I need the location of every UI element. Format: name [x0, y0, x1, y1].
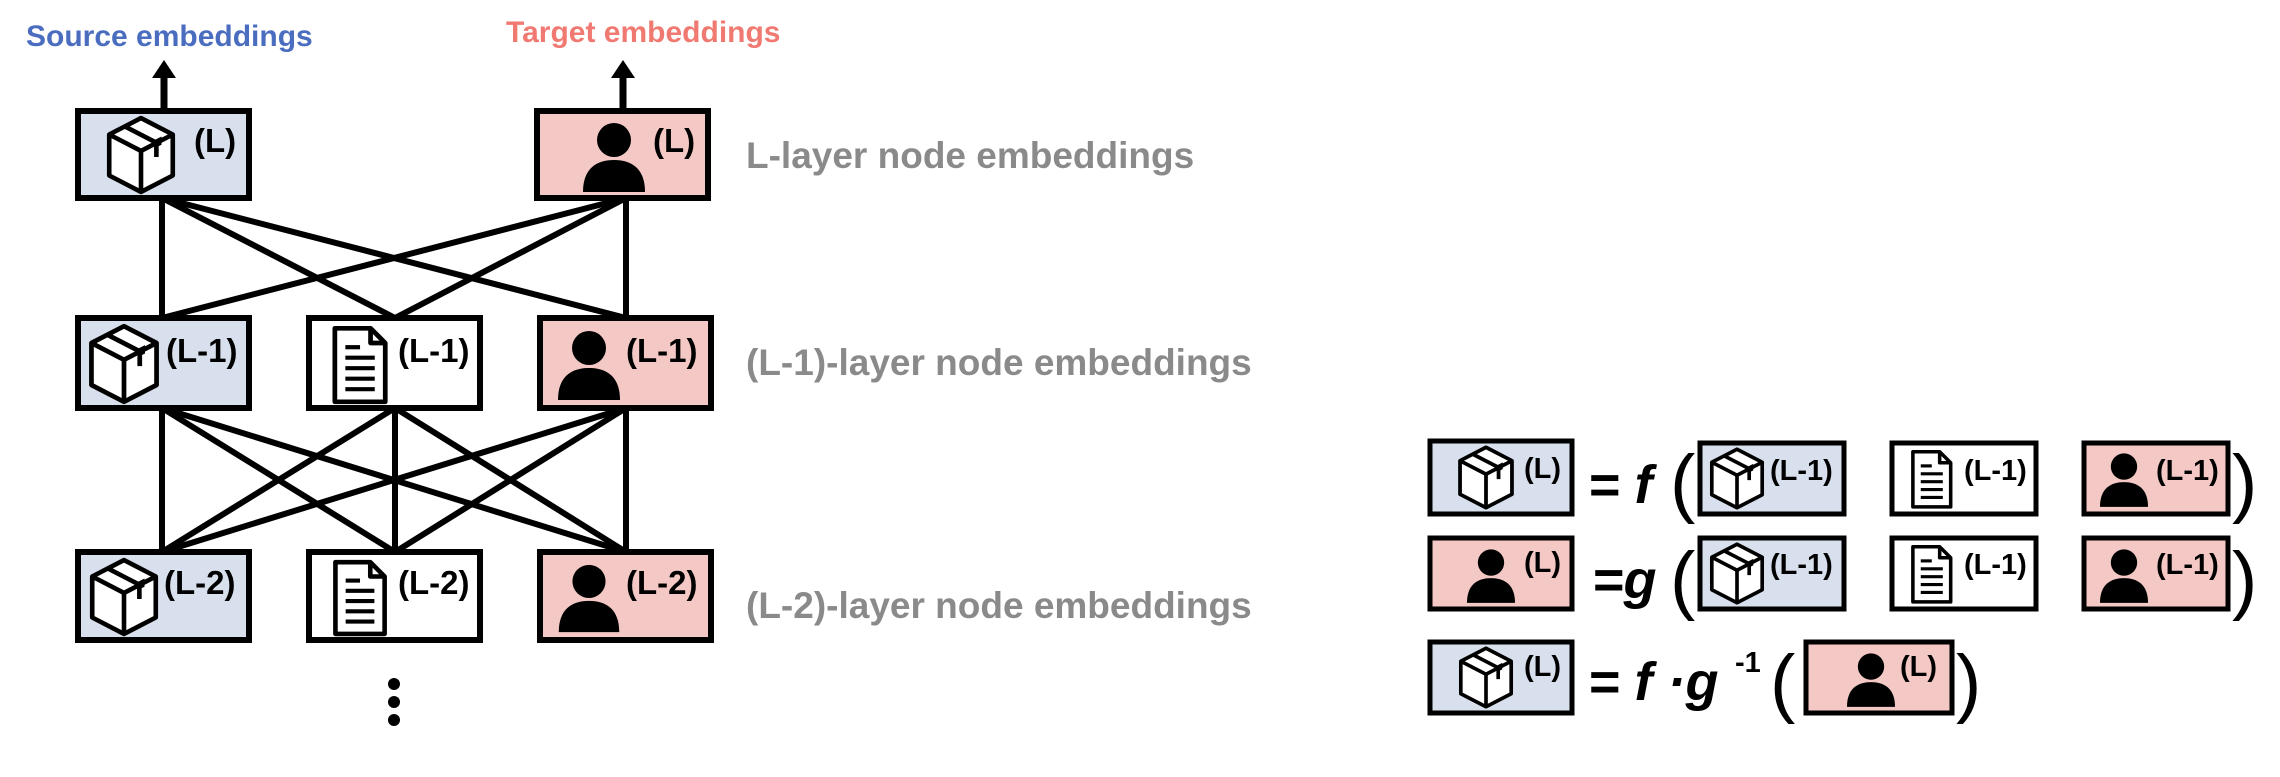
- source-output-arrow: [152, 60, 176, 112]
- eq-arg: (L-1): [1964, 455, 2027, 487]
- node-tag: (L-2): [398, 564, 469, 601]
- equation-2: (L) =g ( (L-1) (L-1) (L-1) ): [1427, 535, 2257, 622]
- eq-open-paren: (: [1670, 440, 1695, 525]
- eq-arg: (L-1): [2156, 549, 2219, 581]
- equation-3: (L) = f ·g -1 ( (L) ): [1427, 639, 1981, 725]
- document-icon: [335, 328, 385, 402]
- package-icon: [1458, 646, 1514, 709]
- document-icon: [335, 562, 384, 634]
- eq-close-paren: ): [2232, 537, 2257, 622]
- package-icon: [92, 560, 156, 634]
- node-tag: (L-1): [626, 332, 697, 369]
- eq-arg: (L): [1900, 651, 1937, 683]
- package-icon: [1709, 447, 1765, 510]
- eq-operator-superscript: -1: [1735, 647, 1761, 679]
- eq-operator: =g: [1592, 550, 1657, 610]
- package-icon: [109, 118, 173, 192]
- node-tag: (L-2): [164, 564, 235, 601]
- equation-1: (L) = f ( (L-1) (L-1) (L-1) ): [1427, 438, 2257, 525]
- eq-operator: = f ·g: [1588, 652, 1719, 712]
- node-source-L1: (L-1): [75, 315, 252, 411]
- source-embeddings-header: Source embeddings: [26, 20, 313, 53]
- node-tag: (L-1): [398, 332, 469, 369]
- node-tag: (L): [653, 122, 695, 159]
- eq-arg: (L-1): [2156, 455, 2219, 487]
- layer-label-L: L-layer node embeddings: [746, 135, 1194, 176]
- layer-label-L1: (L-1)-layer node embeddings: [746, 342, 1252, 383]
- eq-open-paren: (: [1670, 537, 1695, 622]
- node-tag: (L): [194, 122, 236, 159]
- node-tag: (L-2): [626, 564, 697, 601]
- layer-label-L2: (L-2)-layer node embeddings: [746, 585, 1252, 626]
- node-source-L: (L): [75, 108, 252, 201]
- node-middle-L2: (L-2): [306, 549, 483, 643]
- target-embeddings-header: Target embeddings: [506, 16, 780, 49]
- node-target-L1: (L-1): [537, 315, 714, 411]
- target-output-arrow: [611, 60, 635, 112]
- more-layers-ellipsis: [388, 678, 400, 726]
- eq-arg: (L-1): [1964, 549, 2027, 581]
- eq-arg: (L-1): [1770, 549, 1833, 581]
- eq-lhs-tag: (L): [1524, 651, 1561, 683]
- eq-lhs-tag: (L): [1524, 453, 1561, 485]
- eq-operator: = f: [1588, 455, 1658, 515]
- package-icon: [1458, 445, 1514, 510]
- node-target-L2: (L-2): [537, 549, 714, 643]
- eq-open-paren: (: [1770, 640, 1795, 725]
- eq-lhs-tag: (L): [1524, 547, 1561, 579]
- node-tag: (L-1): [166, 332, 237, 369]
- edges-L-to-L1: [159, 195, 629, 321]
- edges-L1-to-L2: [159, 405, 629, 555]
- eq-close-paren: ): [1956, 640, 1981, 725]
- eq-close-paren: ): [2232, 440, 2257, 525]
- package-icon: [1709, 542, 1765, 605]
- package-icon: [91, 326, 156, 402]
- node-source-L2: (L-2): [75, 549, 252, 643]
- node-target-L: (L): [534, 108, 711, 201]
- node-middle-L1: (L-1): [306, 315, 483, 411]
- eq-arg: (L-1): [1770, 455, 1833, 487]
- document-icon: [1911, 449, 1953, 509]
- document-icon: [1911, 544, 1953, 604]
